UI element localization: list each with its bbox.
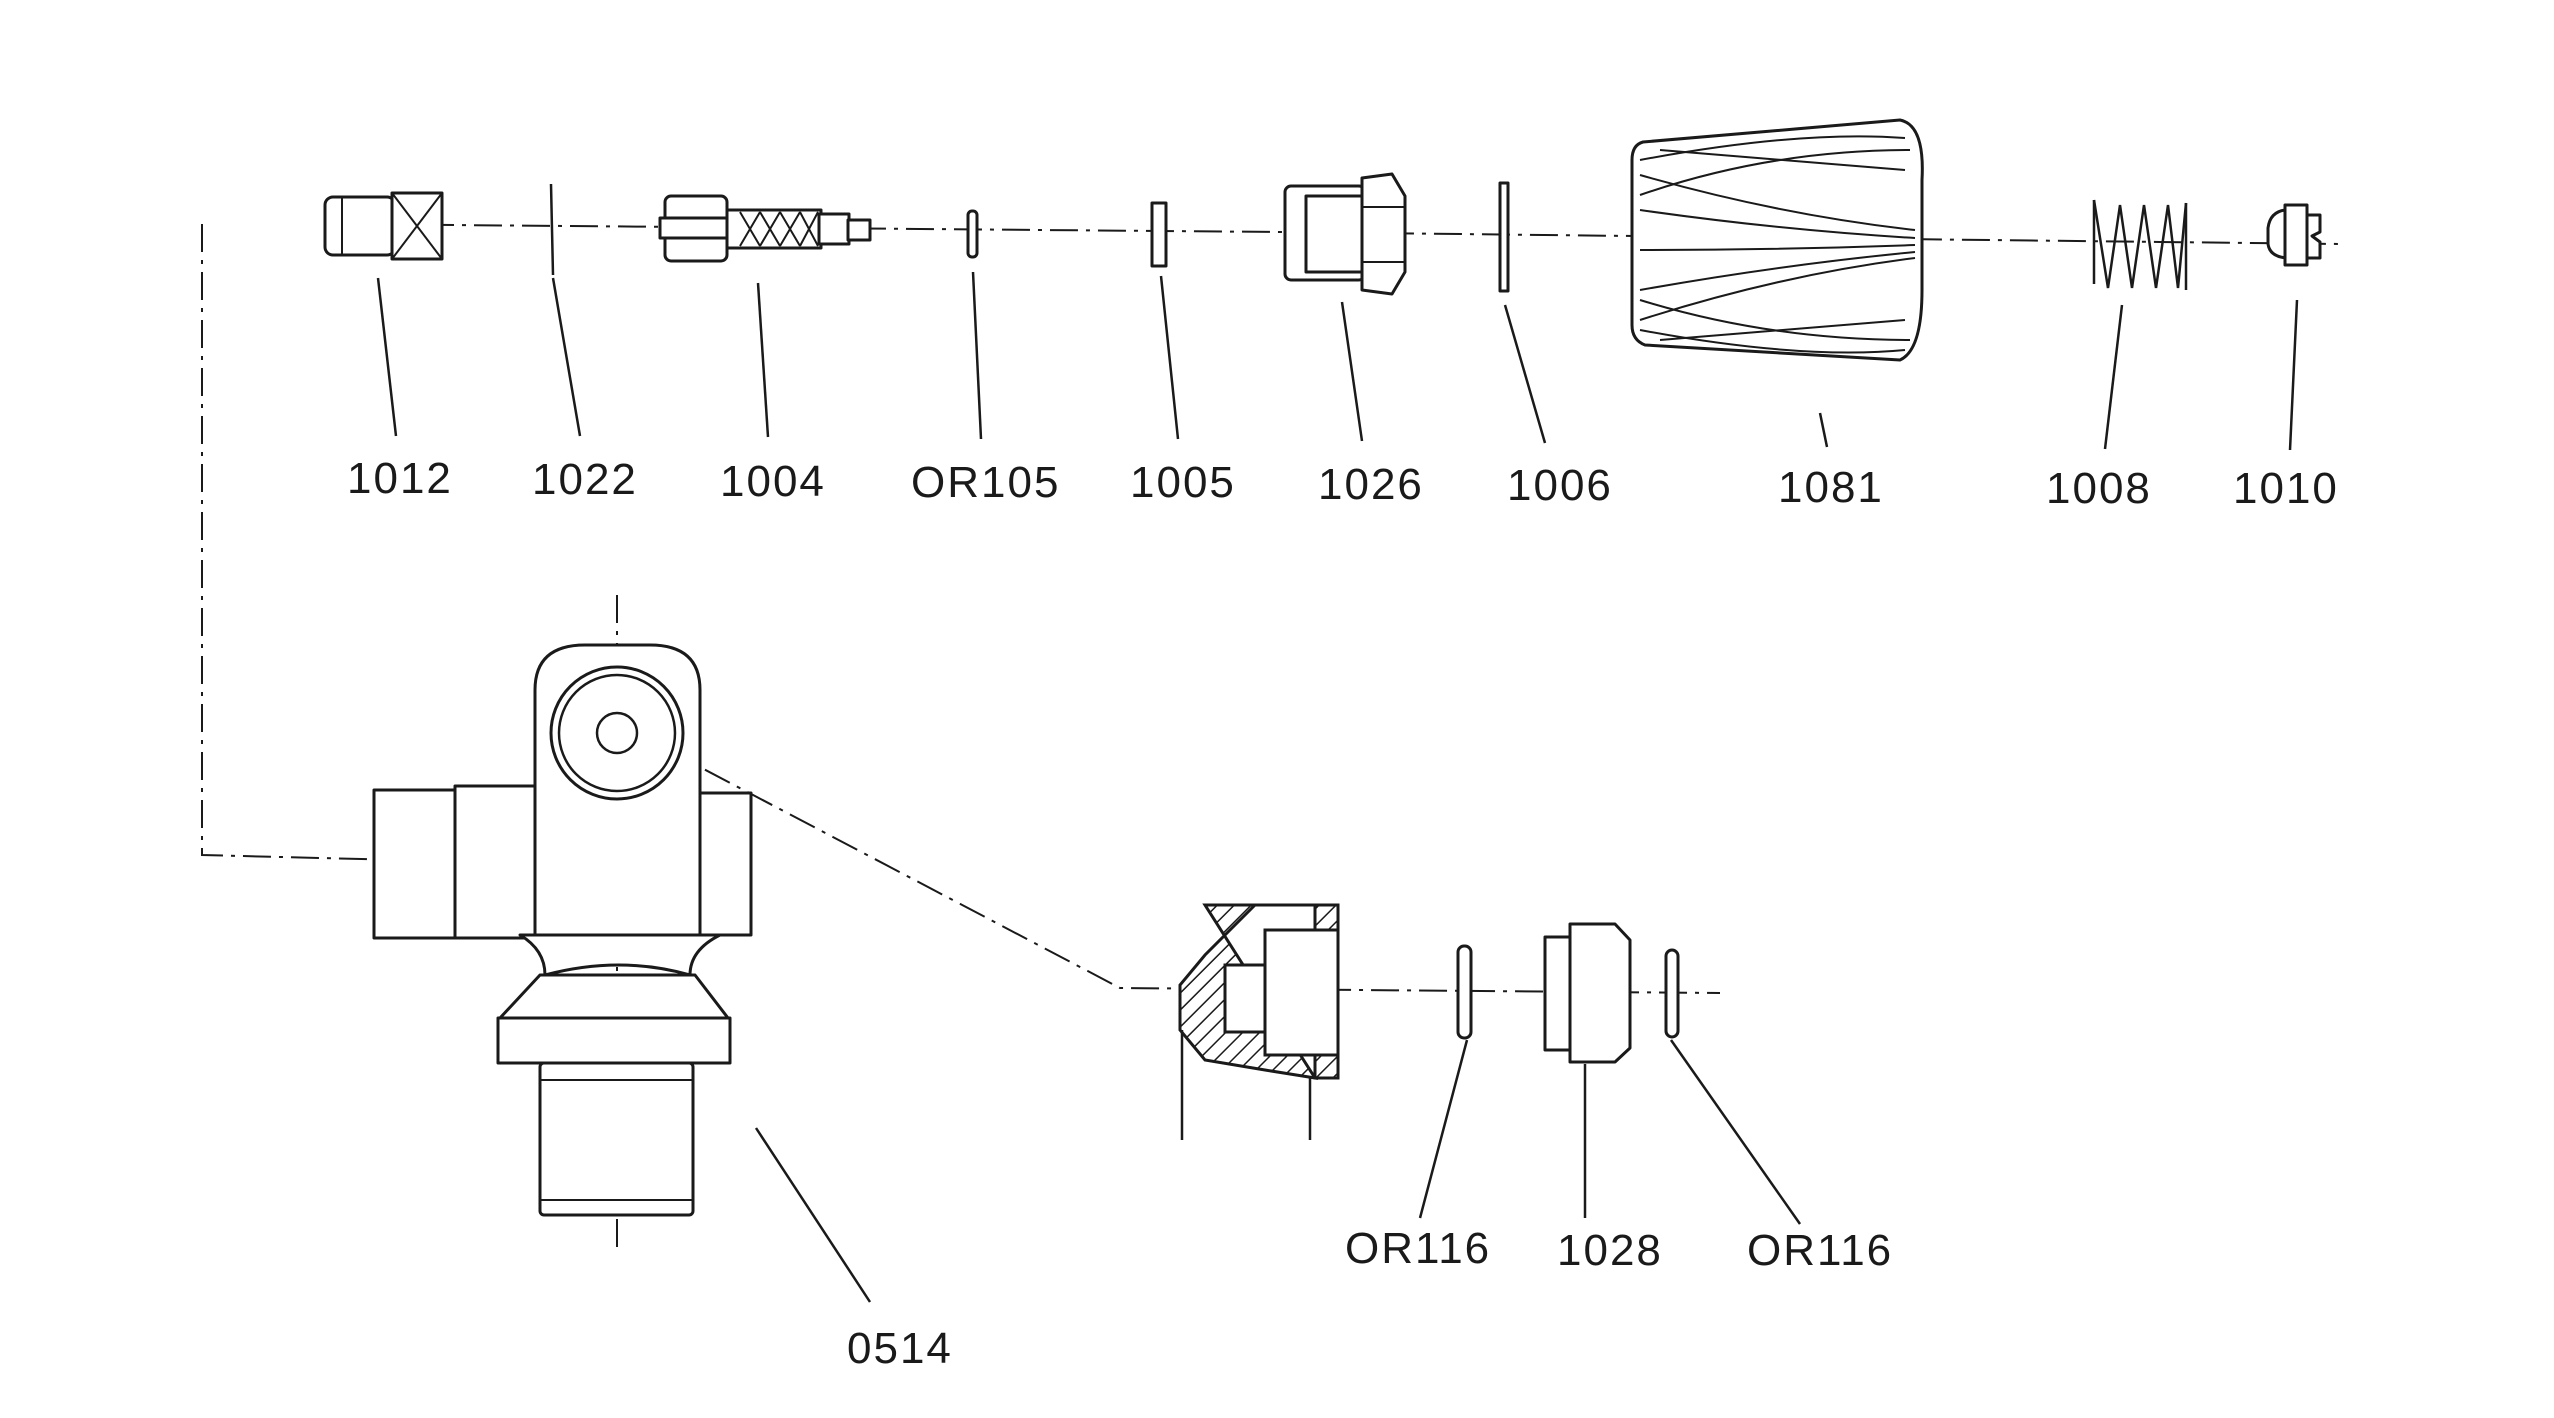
part-1010-cap [2266,203,2322,267]
part-1022-washer [549,183,555,276]
label-1010: 1010 [2233,464,2339,513]
part-or116-oring-right [1664,948,1680,1039]
label-1004: 1004 [720,457,826,506]
part-1081-handwheel [1630,118,1924,362]
part-labels: 1012 1022 1004 OR105 1005 1026 1006 1081… [347,454,2339,1373]
axis-lines [201,223,2341,1250]
label-1026: 1026 [1318,460,1424,509]
part-1006-washer [1498,181,1510,293]
part-1026-bonnet-nut [1283,172,1407,296]
label-or105: OR105 [911,458,1060,507]
part-0514-valve-body [372,643,753,1217]
label-1005: 1005 [1130,458,1236,507]
label-1022: 1022 [532,455,638,504]
label-0514: 0514 [847,1324,953,1373]
label-1012: 1012 [347,454,453,503]
part-1028-nut [1543,922,1632,1064]
part-1005-ring [1150,201,1168,268]
part-or116-oring-left [1456,944,1473,1040]
label-1006: 1006 [1507,461,1613,510]
part-1008-spring [2092,199,2188,290]
part-1012-fitting [323,191,444,261]
part-1004-spindle [658,194,872,263]
label-1081: 1081 [1778,463,1884,512]
outlet-section [1178,903,1340,1140]
label-or116-right: OR116 [1747,1226,1893,1275]
part-or105-oring [966,209,979,259]
label-or116-left: OR116 [1345,1224,1491,1273]
label-1008: 1008 [2046,464,2152,513]
leader-lines [376,271,2299,1303]
label-1028: 1028 [1557,1226,1663,1275]
